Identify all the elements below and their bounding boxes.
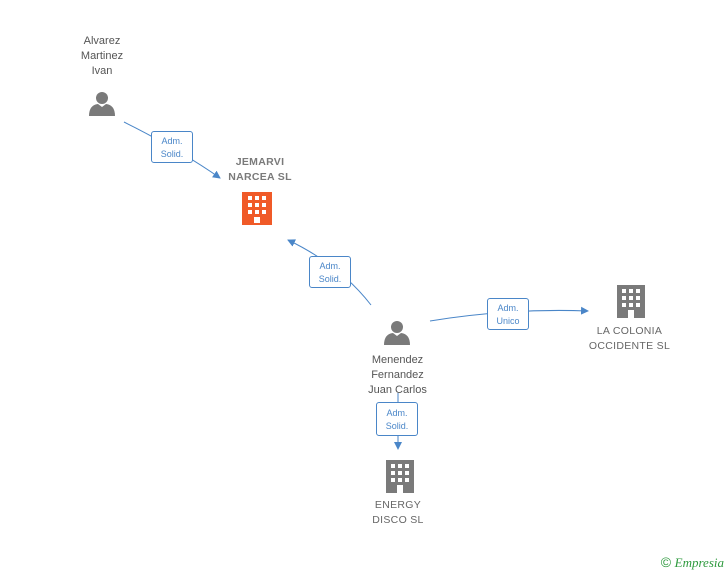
name-line: Ivan: [91, 65, 113, 77]
name-line: JEMARVI: [235, 156, 285, 168]
name-line: Juan Carlos: [368, 384, 427, 396]
edge-label-line: Unico: [496, 316, 520, 326]
edge-label-line: Adm.: [497, 303, 519, 313]
company-name-colonia[interactable]: LA COLONIA OCCIDENTE SL: [572, 324, 687, 354]
brand-watermark: © Empresia: [661, 554, 724, 571]
building-icon[interactable]: [242, 192, 272, 225]
company-name-energy[interactable]: ENERGY DISCO SL: [348, 498, 448, 528]
name-line: NARCEA SL: [228, 171, 292, 183]
edge-label-line: Solid.: [385, 421, 409, 431]
person-name-menendez[interactable]: Menendez Fernandez Juan Carlos: [340, 353, 455, 398]
name-line: DISCO SL: [372, 514, 424, 526]
name-line: Fernandez: [371, 369, 424, 381]
building-icon[interactable]: [617, 285, 645, 318]
person-icon[interactable]: [384, 321, 410, 345]
edge-label-line: Solid.: [160, 149, 184, 159]
edge-label-line: Adm.: [161, 136, 183, 146]
person-icon[interactable]: [89, 92, 115, 116]
edge-label-menendez-jemarvi[interactable]: Adm. Solid.: [309, 256, 351, 288]
name-line: Menendez: [371, 354, 424, 366]
edge-label-line: Solid.: [318, 274, 342, 284]
name-line: ENERGY: [374, 499, 422, 511]
edge-label-menendez-energy[interactable]: Adm. Solid.: [376, 402, 418, 436]
brand-logo: Empresia: [674, 555, 724, 570]
copyright-icon: ©: [660, 554, 672, 570]
building-icon[interactable]: [386, 460, 414, 493]
edge-label-menendez-colonia[interactable]: Adm. Unico: [487, 298, 529, 330]
edge-label-alvarez-jemarvi[interactable]: Adm. Solid.: [151, 131, 193, 163]
edge-label-line: Adm.: [319, 261, 341, 271]
name-line: Alvarez: [83, 35, 121, 47]
company-name-jemarvi[interactable]: JEMARVI NARCEA SL: [200, 155, 320, 185]
edge-label-line: Adm.: [386, 408, 408, 418]
name-line: LA COLONIA: [596, 325, 663, 337]
name-line: OCCIDENTE SL: [588, 340, 671, 352]
person-name-alvarez[interactable]: Alvarez Martinez Ivan: [52, 34, 152, 79]
name-line: Martinez: [80, 50, 124, 62]
